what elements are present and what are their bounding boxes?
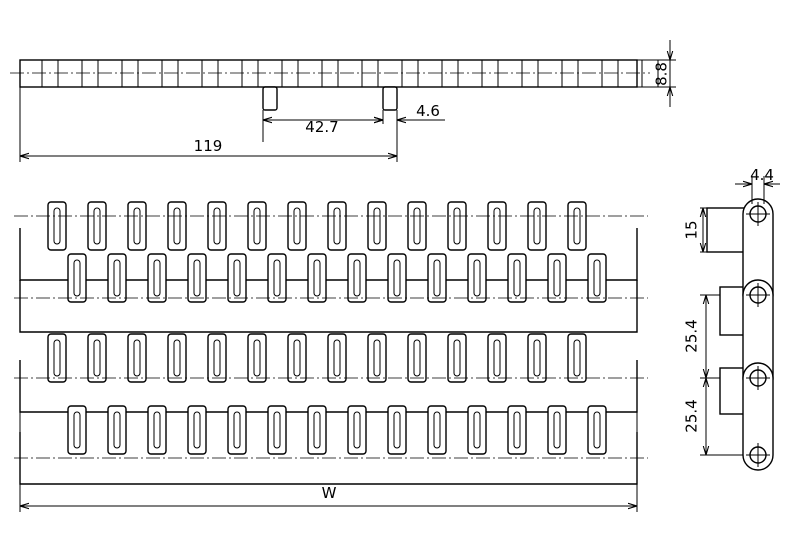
dim-thickness-label: 8.8	[653, 62, 671, 86]
dim-pitch-top: 42.7 4.6	[262, 102, 445, 162]
dim-lug-width-label: 4.6	[416, 102, 440, 120]
dim-pitch-top-label: 42.7	[305, 118, 338, 136]
dim-overall-width: W	[19, 410, 638, 512]
dim-tab-height-label: 15	[683, 220, 701, 239]
dim-side-offset: 4.4	[735, 166, 780, 204]
dim-pitch-2-label: 25.4	[683, 399, 701, 432]
top-edge-view	[10, 59, 659, 111]
dim-pitch-1: 25.4	[683, 294, 720, 379]
dim-overall-width-label: W	[322, 484, 337, 502]
dim-thickness: 8.8	[637, 40, 676, 107]
side-view	[706, 198, 774, 471]
dim-module-width-label: 119	[194, 137, 223, 155]
dim-module-width: 119	[19, 87, 397, 162]
dim-tab-height: 15	[683, 207, 707, 253]
dim-pitch-1-label: 25.4	[683, 319, 701, 352]
dim-side-offset-label: 4.4	[750, 166, 774, 184]
plan-view	[14, 201, 648, 485]
dim-pitch-2: 25.4	[683, 378, 743, 456]
